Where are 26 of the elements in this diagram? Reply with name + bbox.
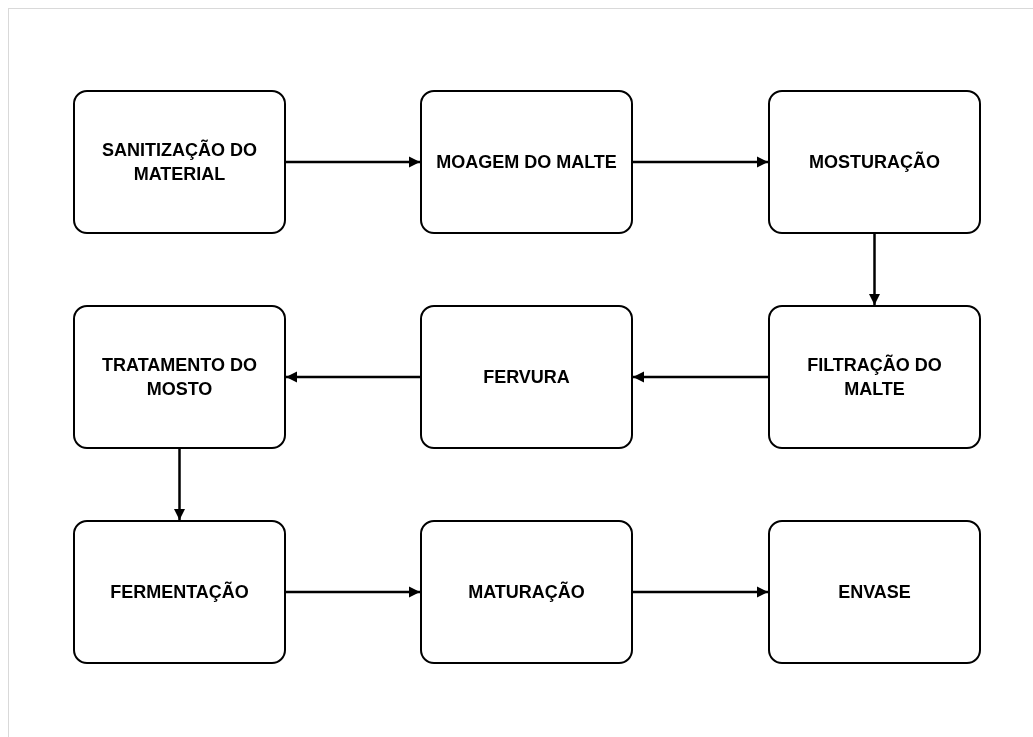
arrow bbox=[286, 371, 420, 383]
process-box bbox=[768, 305, 981, 449]
arrow bbox=[633, 371, 768, 383]
step-label: FERVURA bbox=[483, 366, 570, 389]
arrow bbox=[868, 234, 881, 305]
process-box bbox=[768, 520, 981, 664]
step-label: ENVASE bbox=[838, 581, 911, 604]
step-label: MOAGEM DO MALTE bbox=[436, 151, 617, 174]
arrow bbox=[633, 156, 768, 168]
arrow bbox=[286, 586, 420, 598]
arrow bbox=[173, 449, 186, 520]
step-label: MATURAÇÃO bbox=[468, 580, 585, 604]
process-box bbox=[420, 305, 633, 449]
step-label: TRATAMENTO DO MOSTO bbox=[101, 354, 258, 401]
arrow bbox=[286, 156, 420, 168]
process-box bbox=[420, 90, 633, 234]
step-label: FILTRAÇÃO DO MALTE bbox=[806, 353, 943, 401]
arrow bbox=[633, 586, 768, 598]
process-box bbox=[420, 520, 633, 664]
process-box bbox=[768, 90, 981, 234]
process-box bbox=[73, 520, 286, 664]
process-box bbox=[73, 305, 286, 449]
step-label: FERMENTAÇÃO bbox=[110, 580, 249, 604]
process-box bbox=[73, 90, 286, 234]
step-label: SANITIZAÇÃO DO MATERIAL bbox=[101, 138, 258, 186]
step-label: MOSTURAÇÃO bbox=[809, 150, 940, 174]
